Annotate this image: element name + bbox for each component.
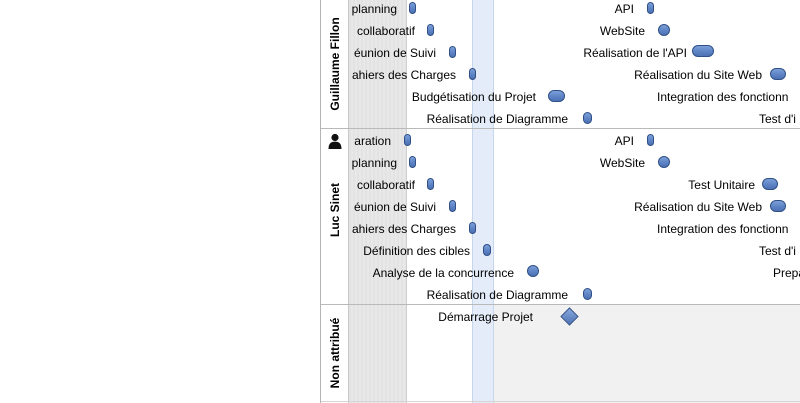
task-label: Réalisation de Diagramme [426, 112, 568, 126]
task-label: Test d'i [759, 112, 796, 126]
task-bar[interactable] [770, 68, 786, 80]
task-label: API [614, 134, 634, 148]
task-label: WebSite [599, 24, 645, 38]
task-bar[interactable] [548, 90, 565, 102]
task-bar[interactable] [449, 46, 456, 58]
task-bar[interactable] [770, 200, 786, 212]
task-label: collaboratif [356, 178, 415, 192]
task-label: Réalisation du Site Web [634, 200, 762, 214]
group-luc-sinet[interactable]: Luc Sinet [321, 154, 348, 266]
task-bar[interactable] [658, 24, 670, 36]
today-column [472, 0, 494, 403]
task-label: planning [351, 2, 397, 16]
task-bar[interactable] [427, 24, 434, 36]
task-label: Integration des fonctionn [657, 90, 789, 104]
task-bar[interactable] [583, 288, 592, 300]
group-separator [321, 128, 800, 129]
task-bar[interactable] [583, 112, 592, 124]
task-bar[interactable] [469, 68, 476, 80]
task-label: planning [351, 156, 397, 170]
task-label: Budgétisation du Projet [411, 90, 536, 104]
task-label: WebSite [599, 156, 645, 170]
task-label: Réalisation de l'API [583, 46, 687, 60]
task-label: ahiers des Charges [351, 222, 456, 236]
task-bar[interactable] [449, 200, 456, 212]
chart-bottom-edge [321, 401, 800, 402]
task-label: aration [354, 134, 391, 148]
unassigned-row-background [494, 304, 800, 403]
task-bar[interactable] [762, 178, 778, 190]
person-icon [328, 133, 342, 149]
resource-label-column [321, 0, 348, 403]
chart-left-border [320, 0, 321, 403]
task-label: Test Unitaire [688, 178, 755, 192]
task-bar[interactable] [647, 2, 654, 14]
task-label: Réalisation de Diagramme [426, 288, 568, 302]
today-column-right-line [493, 0, 494, 403]
today-column-left-line [472, 0, 473, 403]
group-label: Luc Sinet [327, 182, 342, 238]
task-label: Analyse de la concurrence [372, 266, 514, 280]
weekend-shading [349, 0, 406, 403]
task-label: éunion de Suivi [353, 200, 436, 214]
group-non-attribue[interactable]: Non attribué [321, 305, 348, 401]
task-label: API [614, 2, 634, 16]
task-label: Test d'i [759, 244, 796, 258]
task-bar[interactable] [692, 45, 714, 57]
task-bar[interactable] [527, 265, 539, 277]
task-label: collaboratif [356, 24, 415, 38]
group-guillaume-fillon[interactable]: Guillaume Fillon [321, 0, 348, 128]
task-label: ahiers des Charges [351, 68, 456, 82]
task-bar[interactable] [647, 134, 654, 146]
task-label: Réalisation du Site Web [634, 68, 762, 82]
group-label: Non attribué [327, 317, 342, 389]
weekend-edge [406, 0, 407, 403]
task-bar[interactable] [427, 178, 434, 190]
task-bar[interactable] [483, 244, 491, 256]
milestone-label: Démarrage Projet [438, 310, 533, 324]
group-label: Guillaume Fillon [327, 17, 342, 111]
task-label: Définition des cibles [363, 244, 470, 258]
resource-label-border [348, 0, 349, 403]
task-bar[interactable] [409, 156, 416, 168]
group-separator [321, 304, 800, 305]
task-bar[interactable] [409, 2, 416, 14]
task-label: éunion de Suivi [353, 46, 436, 60]
task-bar[interactable] [404, 134, 411, 146]
task-bar[interactable] [658, 156, 670, 168]
task-bar[interactable] [469, 222, 476, 234]
task-label: Integration des fonctionn [657, 222, 789, 236]
task-label: Prepa [773, 266, 800, 280]
